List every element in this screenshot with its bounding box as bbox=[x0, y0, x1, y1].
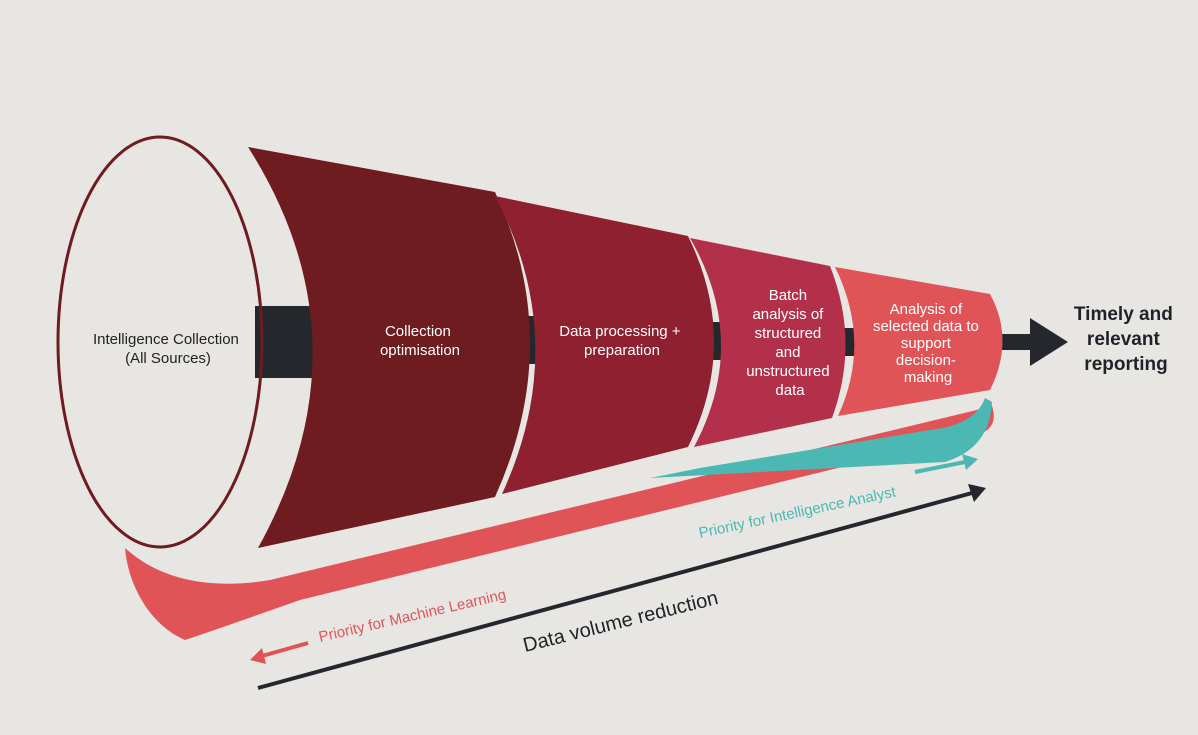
stage-batch-analysis bbox=[690, 238, 846, 447]
stage-label-decision-support: Analysis of selected data to support dec… bbox=[873, 301, 983, 386]
arrow-right-icon bbox=[914, 460, 966, 474]
intelligence-analyst-priority-band bbox=[650, 398, 992, 478]
arrow-left-icon bbox=[261, 641, 309, 658]
stage-label-collection-optimisation: Collection optimisation bbox=[380, 323, 460, 359]
stage-data-processing bbox=[495, 196, 714, 494]
volume-arrow-line bbox=[257, 491, 973, 690]
stage-label-data-processing: Data processing + preparation bbox=[559, 323, 685, 359]
arrow-right-icon bbox=[968, 484, 986, 502]
arrow-right-icon bbox=[1030, 318, 1068, 366]
intelligence-collection-ring bbox=[56, 135, 264, 549]
stage-label-batch-analysis: Batch analysis of structured and unstruc… bbox=[746, 287, 834, 399]
stage-decision-support-analysis bbox=[835, 267, 1003, 416]
arrow-right-icon bbox=[962, 454, 978, 470]
output-reporting-label: Timely and relevant reporting bbox=[1074, 304, 1178, 375]
intelligence-collection-label: Intelligence Collection (All Sources) bbox=[93, 331, 243, 367]
arrow-left-icon bbox=[250, 648, 266, 664]
stage-collection-optimisation bbox=[248, 147, 530, 548]
